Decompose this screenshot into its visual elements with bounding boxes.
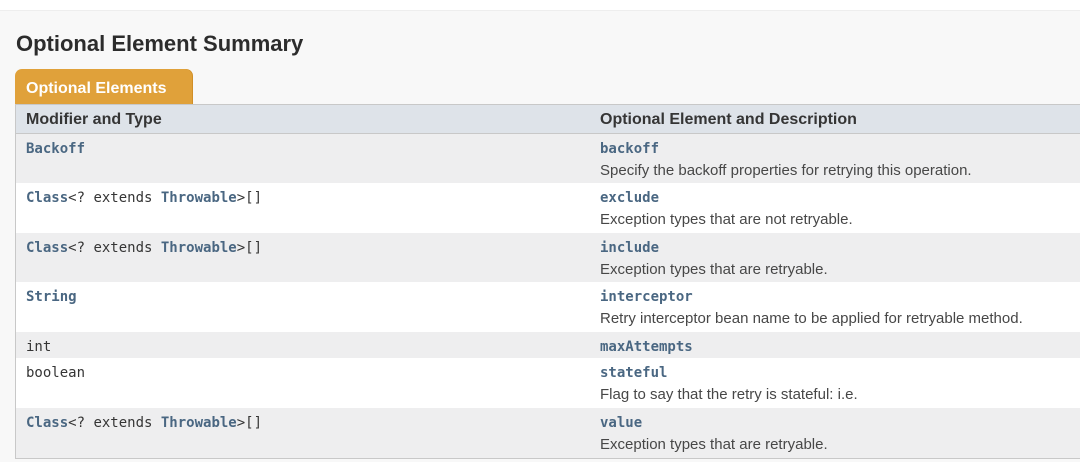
- type-text: <? extends: [68, 190, 161, 206]
- table-row: Class<? extends Throwable>[] include Exc…: [16, 233, 1080, 282]
- type-cell: boolean: [26, 365, 85, 381]
- type-link[interactable]: String: [26, 289, 77, 305]
- element-cell: interceptor Retry interceptor bean name …: [600, 289, 1023, 327]
- type-cell: String: [26, 289, 77, 305]
- element-link[interactable]: stateful: [600, 365, 668, 381]
- table-row: Backoff backoff Specify the backoff prop…: [16, 134, 1080, 183]
- type-cell: Class<? extends Throwable>[]: [26, 190, 262, 206]
- table-row: boolean stateful Flag to say that the re…: [16, 358, 1080, 408]
- type-text: >[]: [236, 415, 263, 431]
- element-description: Exception types that are retryable.: [600, 261, 828, 278]
- element-link[interactable]: interceptor: [600, 289, 693, 305]
- type-text: int: [26, 339, 52, 355]
- element-cell: exclude Exception types that are not ret…: [600, 190, 853, 228]
- element-link[interactable]: include: [600, 240, 660, 256]
- type-link[interactable]: Backoff: [26, 141, 86, 157]
- type-cell: Class<? extends Throwable>[]: [26, 240, 262, 256]
- optional-elements-table: Modifier and Type Optional Element and D…: [15, 104, 1080, 459]
- element-description: Retry interceptor bean name to be applie…: [600, 310, 1023, 327]
- table-row: String interceptor Retry interceptor bea…: [16, 282, 1080, 332]
- element-link[interactable]: maxAttempts: [600, 339, 693, 355]
- type-text: <? extends: [68, 415, 161, 431]
- type-text: <? extends: [68, 240, 161, 256]
- type-link[interactable]: Class: [26, 415, 69, 431]
- element-link[interactable]: value: [600, 415, 643, 431]
- header-modifier-type: Modifier and Type: [26, 111, 162, 128]
- table-row: Class<? extends Throwable>[] exclude Exc…: [16, 183, 1080, 233]
- type-cell: Class<? extends Throwable>[]: [26, 415, 262, 431]
- type-link[interactable]: Throwable: [160, 240, 237, 256]
- table-header: Modifier and Type Optional Element and D…: [16, 104, 1080, 134]
- type-text: boolean: [26, 365, 86, 381]
- type-cell: Backoff: [26, 141, 85, 157]
- element-description: Exception types that are retryable.: [600, 436, 828, 453]
- header-element-description: Optional Element and Description: [600, 111, 857, 128]
- type-link[interactable]: Class: [26, 190, 69, 206]
- type-text: >[]: [236, 190, 263, 206]
- element-description: Specify the backoff properties for retry…: [600, 162, 972, 179]
- element-link[interactable]: backoff: [600, 141, 660, 157]
- table-row: Class<? extends Throwable>[] value Excep…: [16, 408, 1080, 458]
- table-row: int maxAttempts: [16, 332, 1080, 358]
- element-cell: maxAttempts: [600, 339, 693, 355]
- element-link[interactable]: exclude: [600, 190, 660, 206]
- element-cell: include Exception types that are retryab…: [600, 240, 828, 278]
- type-text: >[]: [236, 240, 263, 256]
- element-cell: backoff Specify the backoff properties f…: [600, 141, 972, 179]
- type-link[interactable]: Class: [26, 240, 69, 256]
- element-cell: value Exception types that are retryable…: [600, 415, 828, 453]
- element-description: Exception types that are not retryable.: [600, 211, 853, 228]
- type-link[interactable]: Throwable: [160, 190, 237, 206]
- tab-optional-elements[interactable]: Optional Elements: [15, 69, 192, 105]
- type-link[interactable]: Throwable: [160, 415, 237, 431]
- element-cell: stateful Flag to say that the retry is s…: [600, 365, 858, 403]
- section-title: Optional Element Summary: [16, 31, 304, 56]
- element-description: Flag to say that the retry is stateful: …: [600, 386, 858, 403]
- type-cell: int: [26, 339, 51, 355]
